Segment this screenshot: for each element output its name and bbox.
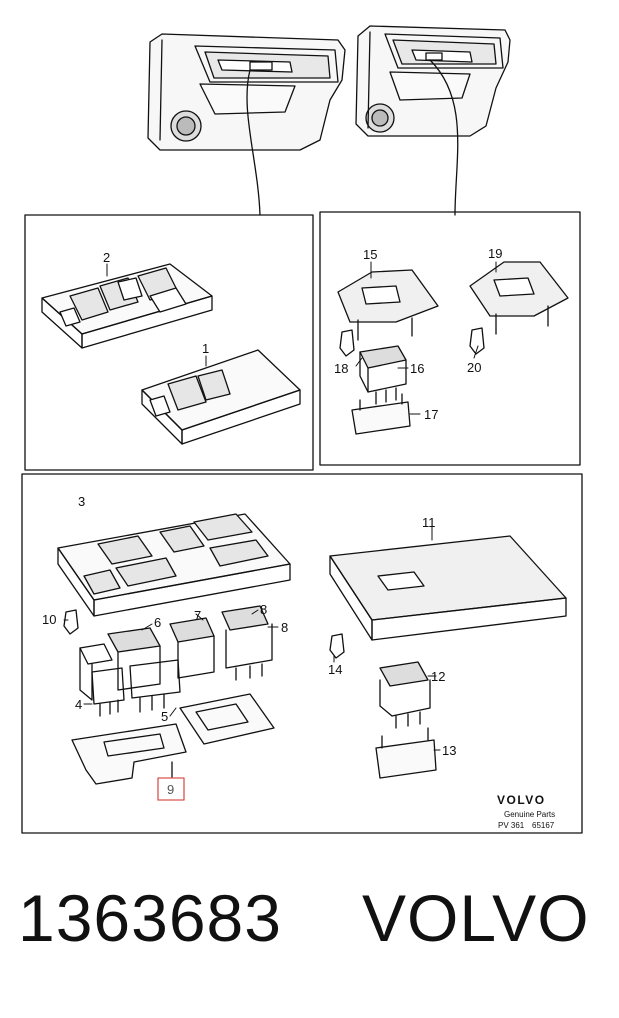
box-switch-components	[21, 473, 583, 834]
wire-rear	[429, 59, 459, 216]
volvo-genuine-parts-logo: VOLVO Genuine Parts PV 361 65167	[497, 793, 555, 830]
logo-code-prefix: PV 361	[498, 821, 525, 830]
label-part-11: 11	[422, 515, 436, 530]
bezel-part-11	[329, 535, 567, 641]
label-part-9-highlighted: 9	[167, 782, 174, 797]
part-number: 1363683	[18, 881, 282, 955]
label-part-8-upper: 8	[260, 602, 267, 617]
connector-part-13	[375, 727, 437, 779]
label-part-19: 19	[488, 246, 502, 261]
clip-part-10	[63, 609, 79, 635]
switch-panel-part-1	[141, 349, 301, 445]
logo-genuine-parts: Genuine Parts	[504, 810, 555, 819]
label-part-20: 20	[467, 360, 481, 375]
switch-parts-4-to-8	[79, 605, 273, 717]
label-part-10: 10	[42, 612, 56, 627]
front-door-panel-illustration	[147, 33, 346, 151]
clip-part-14	[329, 633, 345, 659]
rear-door-panel-illustration	[355, 25, 511, 137]
label-part-16: 16	[410, 361, 424, 376]
highlight-box-part-9	[157, 777, 185, 801]
clip-part-18	[339, 329, 355, 357]
label-part-2: 2	[103, 250, 110, 265]
connector-housing-part-9	[71, 693, 275, 791]
label-part-4: 4	[75, 697, 82, 712]
label-part-12: 12	[431, 669, 445, 684]
label-part-17: 17	[424, 407, 438, 422]
label-part-13: 13	[442, 743, 456, 758]
connector-part-17	[351, 393, 411, 435]
label-part-8-lower: 8	[281, 620, 288, 635]
switch-panel-part-3	[57, 513, 291, 617]
switch-part-16	[359, 345, 407, 405]
label-part-5: 5	[161, 709, 168, 724]
label-part-7: 7	[194, 608, 201, 623]
wire-front	[246, 69, 261, 216]
switch-panel-part-2	[41, 263, 213, 349]
label-part-1: 1	[202, 341, 209, 356]
label-part-6: 6	[154, 615, 161, 630]
clip-part-20	[469, 327, 485, 355]
parts-diagram: 2 1 15 19 18 16 17 20 3 11 10 6 7 8 8 4 …	[21, 25, 583, 834]
switch-part-12	[379, 661, 431, 729]
label-part-18: 18	[334, 361, 348, 376]
label-part-15: 15	[363, 247, 377, 262]
bezel-part-15	[337, 269, 439, 341]
box-rear-switches	[319, 211, 581, 466]
brand-name: VOLVO	[362, 881, 590, 955]
label-part-14: 14	[328, 662, 342, 677]
box-front-switches	[24, 214, 314, 471]
logo-code-suffix: 65167	[532, 821, 555, 830]
bezel-part-19	[469, 261, 569, 335]
label-part-3: 3	[78, 494, 85, 509]
logo-brand: VOLVO	[497, 793, 546, 807]
leader-lines	[63, 261, 497, 751]
